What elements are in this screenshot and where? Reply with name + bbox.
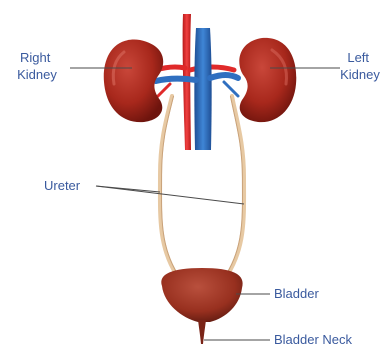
leader-ureter-left	[96, 186, 244, 204]
left-renal-vein	[210, 75, 238, 78]
left-vessel-branch	[224, 82, 238, 96]
label-left-kidney-line1: Left	[347, 50, 369, 65]
label-ureter: Ureter	[44, 178, 81, 193]
vena-cava	[194, 28, 211, 150]
label-bladder: Bladder	[274, 286, 319, 301]
bladder	[161, 268, 242, 322]
right-vessel-branch	[156, 84, 170, 98]
right-ureter	[160, 96, 176, 274]
label-left-kidney-line2: Kidney	[340, 67, 380, 82]
label-right-kidney: Right Kidney	[17, 50, 57, 82]
label-right-kidney-line1: Right	[20, 50, 51, 65]
label-left-kidney: Left Kidney	[340, 50, 380, 82]
label-right-kidney-line2: Kidney	[17, 67, 57, 82]
right-renal-vein	[156, 79, 196, 81]
label-bladder-neck: Bladder Neck	[274, 332, 353, 347]
